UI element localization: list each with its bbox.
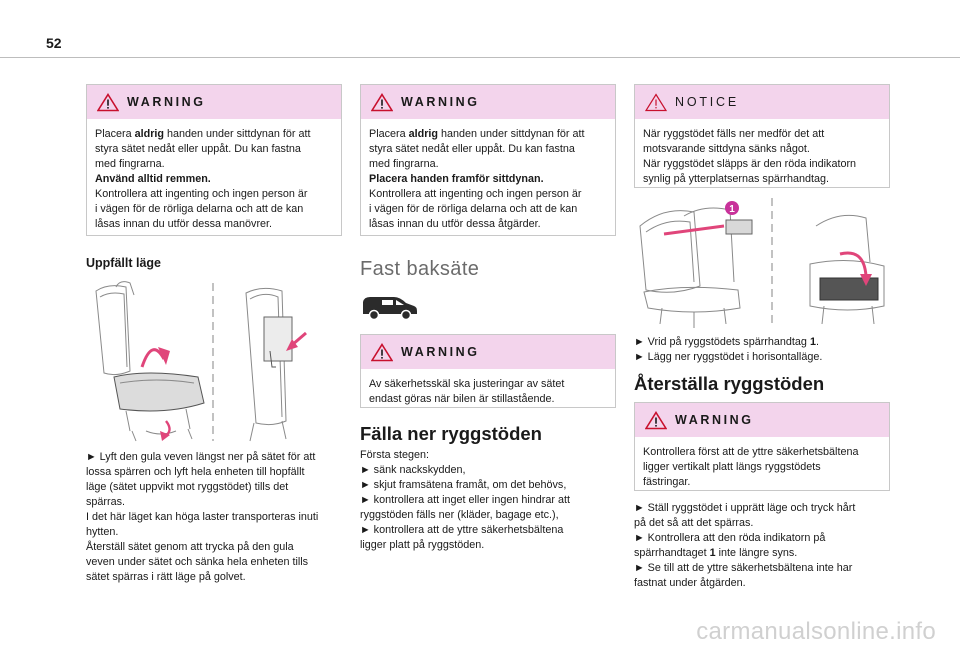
notice-box: NOTICE När ryggstödet fälls ner medför d…: [634, 84, 890, 188]
emphasis: 1: [809, 336, 816, 348]
text-run: inte längre syns.: [715, 547, 798, 559]
text-line: ► Lyft den gula veven längst ner på säte…: [86, 451, 316, 463]
text-line: synlig på ytterplatsernas spärrhandtag.: [643, 173, 830, 185]
text-run: ► Vrid på ryggstödets spärrhandtag: [634, 336, 810, 348]
text-line: fastnat under åtgärden.: [634, 577, 746, 589]
backrest-fold-illustration: 1: [639, 198, 885, 328]
notice-header: NOTICE: [635, 85, 889, 119]
text-line: I det här läget kan höga laster transpor…: [86, 511, 319, 523]
van-icon: [363, 297, 417, 321]
text-run: .: [815, 336, 819, 348]
text-line: motsvarande sittdyna sänks något.: [643, 143, 810, 155]
warning-title: WARNING: [401, 95, 480, 109]
notice-body: När ryggstödet fälls ner medför det att …: [635, 119, 889, 195]
warning-triangle-icon: [371, 342, 393, 361]
warning-box: WARNING Placera aldrig handen under sitt…: [86, 84, 342, 236]
text-line: Kontrollera att ingenting och ingen pers…: [95, 188, 308, 200]
warning-box: WARNING Av säkerhetsskäl ska justeringar…: [360, 334, 616, 408]
text-line: låsas innan du utför dessa åtgärder.: [369, 218, 541, 230]
callout-number: 1: [729, 204, 735, 215]
emphasis: 1: [709, 547, 716, 559]
text-line: låsas innan du utför dessa manövrer.: [95, 218, 273, 230]
text-run: spärrhandtaget: [634, 547, 710, 559]
section-heading: Uppfällt läge: [86, 256, 162, 270]
section-heading: Fälla ner ryggstöden: [360, 423, 542, 444]
text-line: När ryggstödet släpps är den röda indika…: [643, 158, 857, 170]
text-line: i vägen för de rörliga delarna och att d…: [369, 203, 578, 215]
text-line: styra sätet nedåt eller uppåt. Du kan fa…: [369, 143, 575, 155]
text-line: ligger vertikalt platt längs ryggstödets: [643, 461, 821, 473]
text-line: endast göras när bilen är stillastående.: [369, 393, 555, 405]
warning-header: WARNING: [635, 403, 889, 437]
instruction-text: ► Ställ ryggstödet i upprätt läge och tr…: [634, 501, 890, 591]
text-line: sätet spärras i rätt läge på golvet.: [86, 571, 246, 583]
text-line: Första stegen:: [360, 449, 430, 461]
text-line: läge (sätet uppvikt mot ryggstödet) till…: [86, 481, 289, 493]
text-line: med fingrarna.: [95, 158, 165, 170]
warning-triangle-icon: [97, 92, 119, 111]
text-line: med fingrarna.: [369, 158, 439, 170]
text-line: ryggstöden fälls ner (kläder, bagage etc…: [360, 509, 559, 521]
section-heading: Återställa ryggstöden: [634, 373, 825, 394]
emphasis: aldrig: [134, 128, 165, 140]
warning-header: WARNING: [87, 85, 341, 119]
warning-box: WARNING Kontrollera först att de yttre s…: [634, 402, 890, 491]
text-run: Placera: [369, 128, 409, 140]
text-run: handen under sittdynan för att: [438, 128, 585, 140]
text-line: veven under sätet och sänka hela enheten…: [86, 556, 309, 568]
emphasis: aldrig: [408, 128, 439, 140]
top-rule: [0, 57, 960, 58]
callout-marker: [725, 201, 739, 215]
text-line: ► Kontrollera att den röda indikatorn på: [634, 532, 826, 544]
instruction-text: ► Vrid på ryggstödets spärrhandtag 1. ► …: [634, 335, 890, 365]
notice-title: NOTICE: [675, 95, 740, 109]
warning-body: Av säkerhetsskäl ska justeringar av säte…: [361, 369, 615, 415]
text-run: Placera: [95, 128, 135, 140]
text-line: i vägen för de rörliga delarna och att d…: [95, 203, 304, 215]
text-line: ► Se till att de yttre säkerhetsbältena …: [634, 562, 853, 574]
text-line: hytten.: [86, 526, 119, 538]
text-line: ► Ställ ryggstödet i upprätt läge och tr…: [634, 502, 856, 514]
warning-title: WARNING: [127, 95, 206, 109]
text-line: Kontrollera att ingenting och ingen pers…: [369, 188, 582, 200]
warning-title: WARNING: [401, 345, 480, 359]
text-line: Av säkerhetsskäl ska justeringar av säte…: [369, 378, 565, 390]
text-line: lossa spärren och lyft hela enheten till…: [86, 466, 305, 478]
notice-triangle-icon: [645, 92, 667, 111]
text-line: spärras.: [86, 496, 126, 508]
text-line-bold: Placera handen framför sittdynan.: [369, 173, 544, 185]
warning-body: Placera aldrig handen under sittdynan fö…: [87, 119, 341, 240]
text-line: ► skjut framsätena framåt, om det behövs…: [360, 479, 567, 491]
text-line: Återställ sätet genom att trycka på den …: [86, 541, 294, 553]
text-line: ► kontrollera att inget eller ingen hind…: [360, 494, 570, 506]
text-line: ligger platt på ryggstöden.: [360, 539, 485, 551]
text-line: styra sätet nedåt eller uppåt. Du kan fa…: [95, 143, 301, 155]
warning-body: Placera aldrig handen under sittdynan fö…: [361, 119, 615, 240]
warning-header: WARNING: [361, 85, 615, 119]
warning-triangle-icon: [645, 410, 667, 429]
text-line: ► Lägg ner ryggstödet i horisontalläge.: [634, 351, 823, 363]
instruction-text: ► Lyft den gula veven längst ner på säte…: [86, 450, 342, 585]
text-line: När ryggstödet fälls ner medför det att: [643, 128, 825, 140]
text-line: ► kontrollera att de yttre säkerhetsbält…: [360, 524, 564, 536]
text-line: på det så att det spärras.: [634, 517, 754, 529]
instruction-text: Första stegen: ► sänk nackskydden, ► skj…: [360, 448, 616, 553]
seat-fold-up-illustration: [95, 281, 307, 442]
warning-box: WARNING Placera aldrig handen under sitt…: [360, 84, 616, 236]
chapter-title: Fast baksäte: [360, 258, 480, 280]
warning-triangle-icon: [371, 92, 393, 111]
text-line: Kontrollera först att de yttre säkerhets…: [643, 446, 859, 458]
page-number: 52: [46, 35, 62, 51]
warning-body: Kontrollera först att de yttre säkerhets…: [635, 437, 889, 498]
text-line: fästringar.: [643, 476, 691, 488]
watermark: carmanualsonline.info: [696, 618, 936, 645]
text-line-bold: Använd alltid remmen.: [95, 173, 211, 185]
text-run: handen under sittdynan för att: [164, 128, 311, 140]
warning-header: WARNING: [361, 335, 615, 369]
warning-title: WARNING: [675, 413, 754, 427]
text-line: ► sänk nackskydden,: [360, 464, 466, 476]
